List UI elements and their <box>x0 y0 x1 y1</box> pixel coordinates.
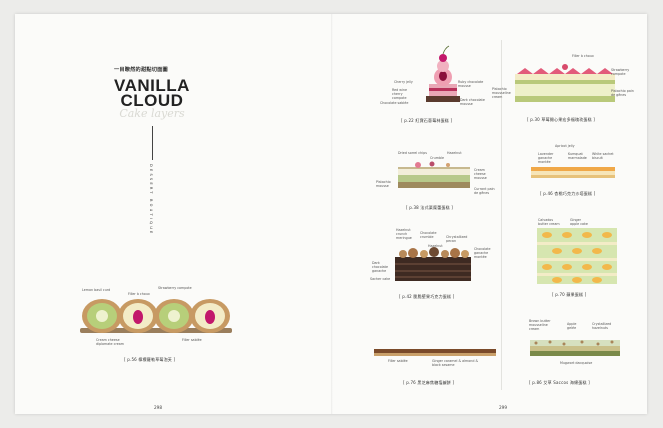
apple-label-b: Ginger apple cake <box>570 218 588 226</box>
sesame-cookie-diagram <box>374 342 496 356</box>
title-line2: CLOUD <box>120 91 184 110</box>
choux-4 <box>190 299 230 333</box>
mugwort-label-b: Apple gelée <box>567 322 577 330</box>
ruby-label-c: Chocolate sablée <box>380 101 409 105</box>
apricot-cake-diagram <box>531 164 615 183</box>
chocolate-label-d: Hazelnut <box>428 244 443 248</box>
mugwort-cake-diagram <box>530 338 620 362</box>
chocolate-label-e: Chocolate ganache montée <box>474 247 491 259</box>
apricot-cake-illustration <box>531 167 615 178</box>
chocolate-label-a: Hazelnut crunch meringue <box>396 228 412 240</box>
pistachio-label-d: Cream cheese mousse <box>474 168 487 180</box>
label-filler-sablee: Filler sablée <box>182 338 202 342</box>
chinese-title: 一目瞭然的甜點切面圖 <box>114 67 168 73</box>
caption-pistachio: [ p.38 法式栗糜蕾蛋糕 ] <box>406 205 454 210</box>
apricot-label-c: Kumquat marmalade <box>568 152 587 160</box>
strawberry-label-a: Filler à choux <box>572 54 594 58</box>
label-strawberry-compote: Strawberry compote <box>158 286 192 290</box>
strawberry-cake-illustration <box>515 64 615 102</box>
chocolate-cake-illustration <box>395 247 471 281</box>
subtitle-script: Cake layers <box>119 107 185 120</box>
chocolate-label-g: Sacher cake <box>370 277 391 281</box>
pistachio-label-a: Dried sorrel chips <box>398 151 427 155</box>
caption-mugwort: [ p.86 艾草 Saccos 海綿蛋糕 ] <box>529 380 590 385</box>
sesame-label-a: Filler sablée <box>388 359 408 363</box>
pistachio-cake-illustration <box>398 161 470 188</box>
chocolate-label-b: Chocolate crumble <box>420 231 437 239</box>
strawberry-cake-diagram <box>515 64 615 108</box>
apple-label-a: Calvados butter cream <box>538 218 560 226</box>
vertical-rule <box>152 126 153 160</box>
book-fold <box>331 14 333 414</box>
apple-cake-illustration <box>537 228 617 284</box>
caption-apricot: [ p.46 杏桃巧克力沙塔蛋糕 ] <box>540 191 596 196</box>
page-number-right: 299 <box>499 405 507 410</box>
label-lemon-basil-curd: Lemon basil curd <box>82 288 111 292</box>
pistachio-label-e: Pistachio mousse <box>376 180 391 188</box>
ruby-label-e: Dark chocolate mousse <box>460 98 485 106</box>
sablee-base <box>80 328 232 333</box>
ruby-label-b: Red wine cherry compote <box>392 88 408 100</box>
caption-strawberry: [ p.30 草莓開心果宏多福瑰玫蛋糕 ] <box>527 117 596 122</box>
choux-3 <box>154 299 194 333</box>
caption-choux: [ p.56 檸檬羅勒草莓泡芙 ] <box>124 357 176 362</box>
choux-2 <box>118 299 158 333</box>
chocolate-label-c: Chrystallized pecan <box>446 235 468 243</box>
caption-chocolate: [ p.42 脆脆堅果巧克力蛋糕 ] <box>399 294 455 299</box>
column-divider <box>501 40 502 390</box>
caption-ruby: [ p.22 紅寶石蔥莓林蛋糕 ] <box>401 118 453 123</box>
apricot-label-a: Apricot jelly <box>555 144 575 148</box>
choux-illustration <box>80 299 232 333</box>
mugwort-label-c: Mugwort dacquoise <box>560 361 593 365</box>
strawberry-label-d: Pistachio pain de gênes <box>611 89 634 97</box>
apricot-label-d: White sachet biscuit <box>592 152 614 160</box>
pistachio-cake-diagram <box>398 160 470 194</box>
chocolate-label-f: Dark chocolate ganache <box>372 261 389 273</box>
pistachio-label-b: Crumble <box>430 156 444 160</box>
chocolate-cake-diagram <box>395 243 471 287</box>
ruby-label-a: Cherry jelly <box>394 80 413 84</box>
apricot-label-b: Lavender ganache montée <box>538 152 554 164</box>
choux-diagram <box>76 294 236 344</box>
label-filler-choux: Filler à choux <box>128 292 150 296</box>
caption-apple: [ p.70 蘋果蛋糕 ] <box>552 292 587 297</box>
strawberry-label-b: Strawberry compote <box>611 68 630 76</box>
ruby-cake-illustration <box>426 45 460 102</box>
title-line1: VANILLA <box>114 76 190 95</box>
strawberry-label-c: Pistachio mousseline cream <box>492 87 511 99</box>
caption-sesame: [ p.76 黑芝麻焦糖塩鹹餅 ] <box>403 380 455 385</box>
apple-cake-diagram <box>537 228 617 288</box>
mugwort-label-d: Crystallized hazelnuts <box>592 322 612 330</box>
sesame-cookie-illustration <box>374 349 496 356</box>
vertical-brand-text: DESSERT BOUTIQUE <box>149 164 153 236</box>
pistachio-label-c: Hazelnut <box>447 151 462 155</box>
choux-1 <box>82 299 122 333</box>
ruby-label-d: Ruby chocolate mousse <box>458 80 484 88</box>
ruby-cake-diagram <box>420 44 466 114</box>
page-number-left: 298 <box>154 405 162 410</box>
pistachio-label-f: Currant pain de gênes <box>474 187 495 195</box>
mugwort-cake-illustration <box>530 340 620 356</box>
mugwort-label-a: Brown butter mousseline cream <box>529 319 551 331</box>
label-cream-cheese: Cream cheese diplomate cream <box>96 338 124 346</box>
sesame-label-b: Ginger caramel & almond & black sesame <box>432 359 479 367</box>
